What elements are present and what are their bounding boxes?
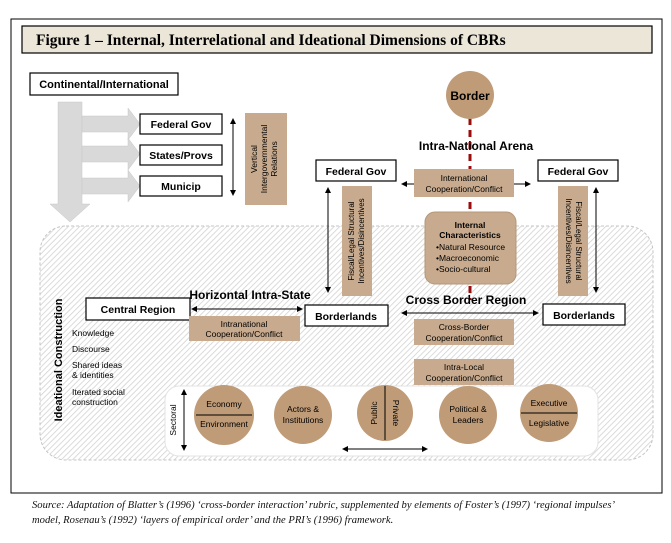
federal-gov-right-label: Federal Gov (548, 166, 609, 178)
continental-label: Continental/International (39, 79, 169, 91)
internal-title-line2: Characteristics (439, 230, 501, 240)
intralocal-coop-line1: Intra-Local (444, 362, 484, 372)
environment-label: Environment (200, 419, 248, 429)
intranational-coop-line1: Intranational (221, 319, 268, 329)
fiscal-right-box (558, 186, 588, 296)
ideational-construction-item: construction (72, 397, 118, 407)
svg-text:Intergovernmental: Intergovernmental (259, 125, 269, 194)
internal-item-macro: •Macroeconomic (436, 253, 500, 263)
ideational-discourse: Discourse (72, 344, 110, 354)
continental-box (29, 72, 179, 96)
cross-border-region-label: Cross Border Region (406, 293, 527, 307)
borderlands-right-box (542, 303, 626, 326)
municip-box (139, 175, 223, 197)
borderlands-right-label: Borderlands (553, 310, 615, 322)
internal-title-line1: Internal (455, 220, 486, 230)
ideational-knowledge: Knowledge (72, 328, 114, 338)
municip-label: Municip (161, 181, 201, 193)
vertical-relations-box (245, 113, 287, 205)
states-provs-box (139, 144, 223, 166)
svg-text:Sectoral: Sectoral (168, 404, 178, 435)
intra-national-arena-label: Intra-National Arena (419, 139, 534, 153)
fiscal-left-text: Fiscal/Legal Structural Incentives/Disin… (347, 198, 366, 283)
federal-gov-center-box (315, 159, 397, 182)
svg-text:Fiscal/Legal Structural: Fiscal/Legal Structural (347, 201, 356, 280)
states-provs-label: States/Provs (149, 150, 213, 162)
internal-item-natural: •Natural Resource (436, 242, 505, 252)
svg-text:Vertical: Vertical (249, 145, 259, 173)
borderlands-left-label: Borderlands (315, 311, 377, 323)
ideational-iterated: Iterated social (72, 387, 125, 397)
private-label: Private (391, 400, 401, 427)
svg-text:Private: Private (391, 400, 401, 427)
fiscal-left-box (342, 186, 372, 296)
figure-title-box (21, 25, 653, 54)
ideational-construction-label: Ideational Construction (53, 298, 65, 421)
economy-label: Economy (206, 399, 242, 409)
federal-gov-center-label: Federal Gov (326, 166, 387, 178)
intralocal-coop-box (414, 359, 514, 385)
horizontal-intra-state-label: Horizontal Intra-State (189, 288, 311, 302)
internal-characteristics-box (424, 211, 517, 285)
central-region-label: Central Region (101, 304, 176, 316)
intranational-coop-line2: Cooperation/Conflict (205, 329, 283, 339)
ideational-identities: & identities (72, 370, 114, 380)
svg-text:Fiscal/Legal Structural: Fiscal/Legal Structural (574, 201, 583, 280)
federal-gov-right-box (537, 159, 619, 182)
political-circle (439, 386, 497, 444)
intranational-coop-box (189, 316, 300, 341)
vertical-relations-text: Vertical Intergovernmental Relations (249, 125, 279, 194)
border-label: Border (450, 89, 490, 103)
borderlands-left-box (304, 304, 389, 327)
federal-gov-left-box (139, 113, 223, 135)
svg-text:Incentives/Disincentives: Incentives/Disincentives (357, 198, 366, 283)
political-line1: Political & (449, 404, 487, 414)
executive-label: Executive (531, 398, 568, 408)
international-coop-line1: International (441, 173, 488, 183)
actors-circle (274, 386, 332, 444)
svg-text:Incentives/Disincentives: Incentives/Disincentives (564, 198, 573, 283)
political-line2: Leaders (453, 415, 484, 425)
international-coop-box (414, 169, 514, 197)
federal-gov-left-label: Federal Gov (151, 119, 212, 131)
svg-text:Public: Public (369, 401, 379, 425)
fiscal-right-text: Fiscal/Legal Structural Incentives/Disin… (564, 198, 583, 283)
crossborder-coop-line2: Cooperation/Conflict (425, 333, 503, 343)
public-label: Public (369, 401, 379, 425)
central-region-box (85, 297, 191, 321)
internal-item-socio: •Socio-cultural (436, 264, 491, 274)
intralocal-coop-line2: Cooperation/Conflict (425, 373, 503, 383)
continental-arrow (49, 101, 141, 223)
svg-text:Relations: Relations (269, 141, 279, 176)
ideational-shared-ideas: Shared ideas (72, 360, 122, 370)
international-coop-line2: Cooperation/Conflict (425, 184, 503, 194)
actors-line2: Institutions (283, 415, 324, 425)
border-circle (446, 71, 494, 119)
sectoral-label: Sectoral (168, 404, 178, 435)
legislative-label: Legislative (529, 418, 569, 428)
figure-caption: Source: Adaptation of Blatter’s (1996) ‘… (32, 500, 614, 526)
svg-text:Ideational Construction: Ideational Construction (53, 298, 65, 421)
actors-line1: Actors & (287, 404, 319, 414)
figure-title: Figure 1 – Internal, Interrelational and… (36, 32, 506, 49)
crossborder-coop-box (414, 319, 514, 345)
crossborder-coop-line1: Cross-Border (439, 322, 490, 332)
